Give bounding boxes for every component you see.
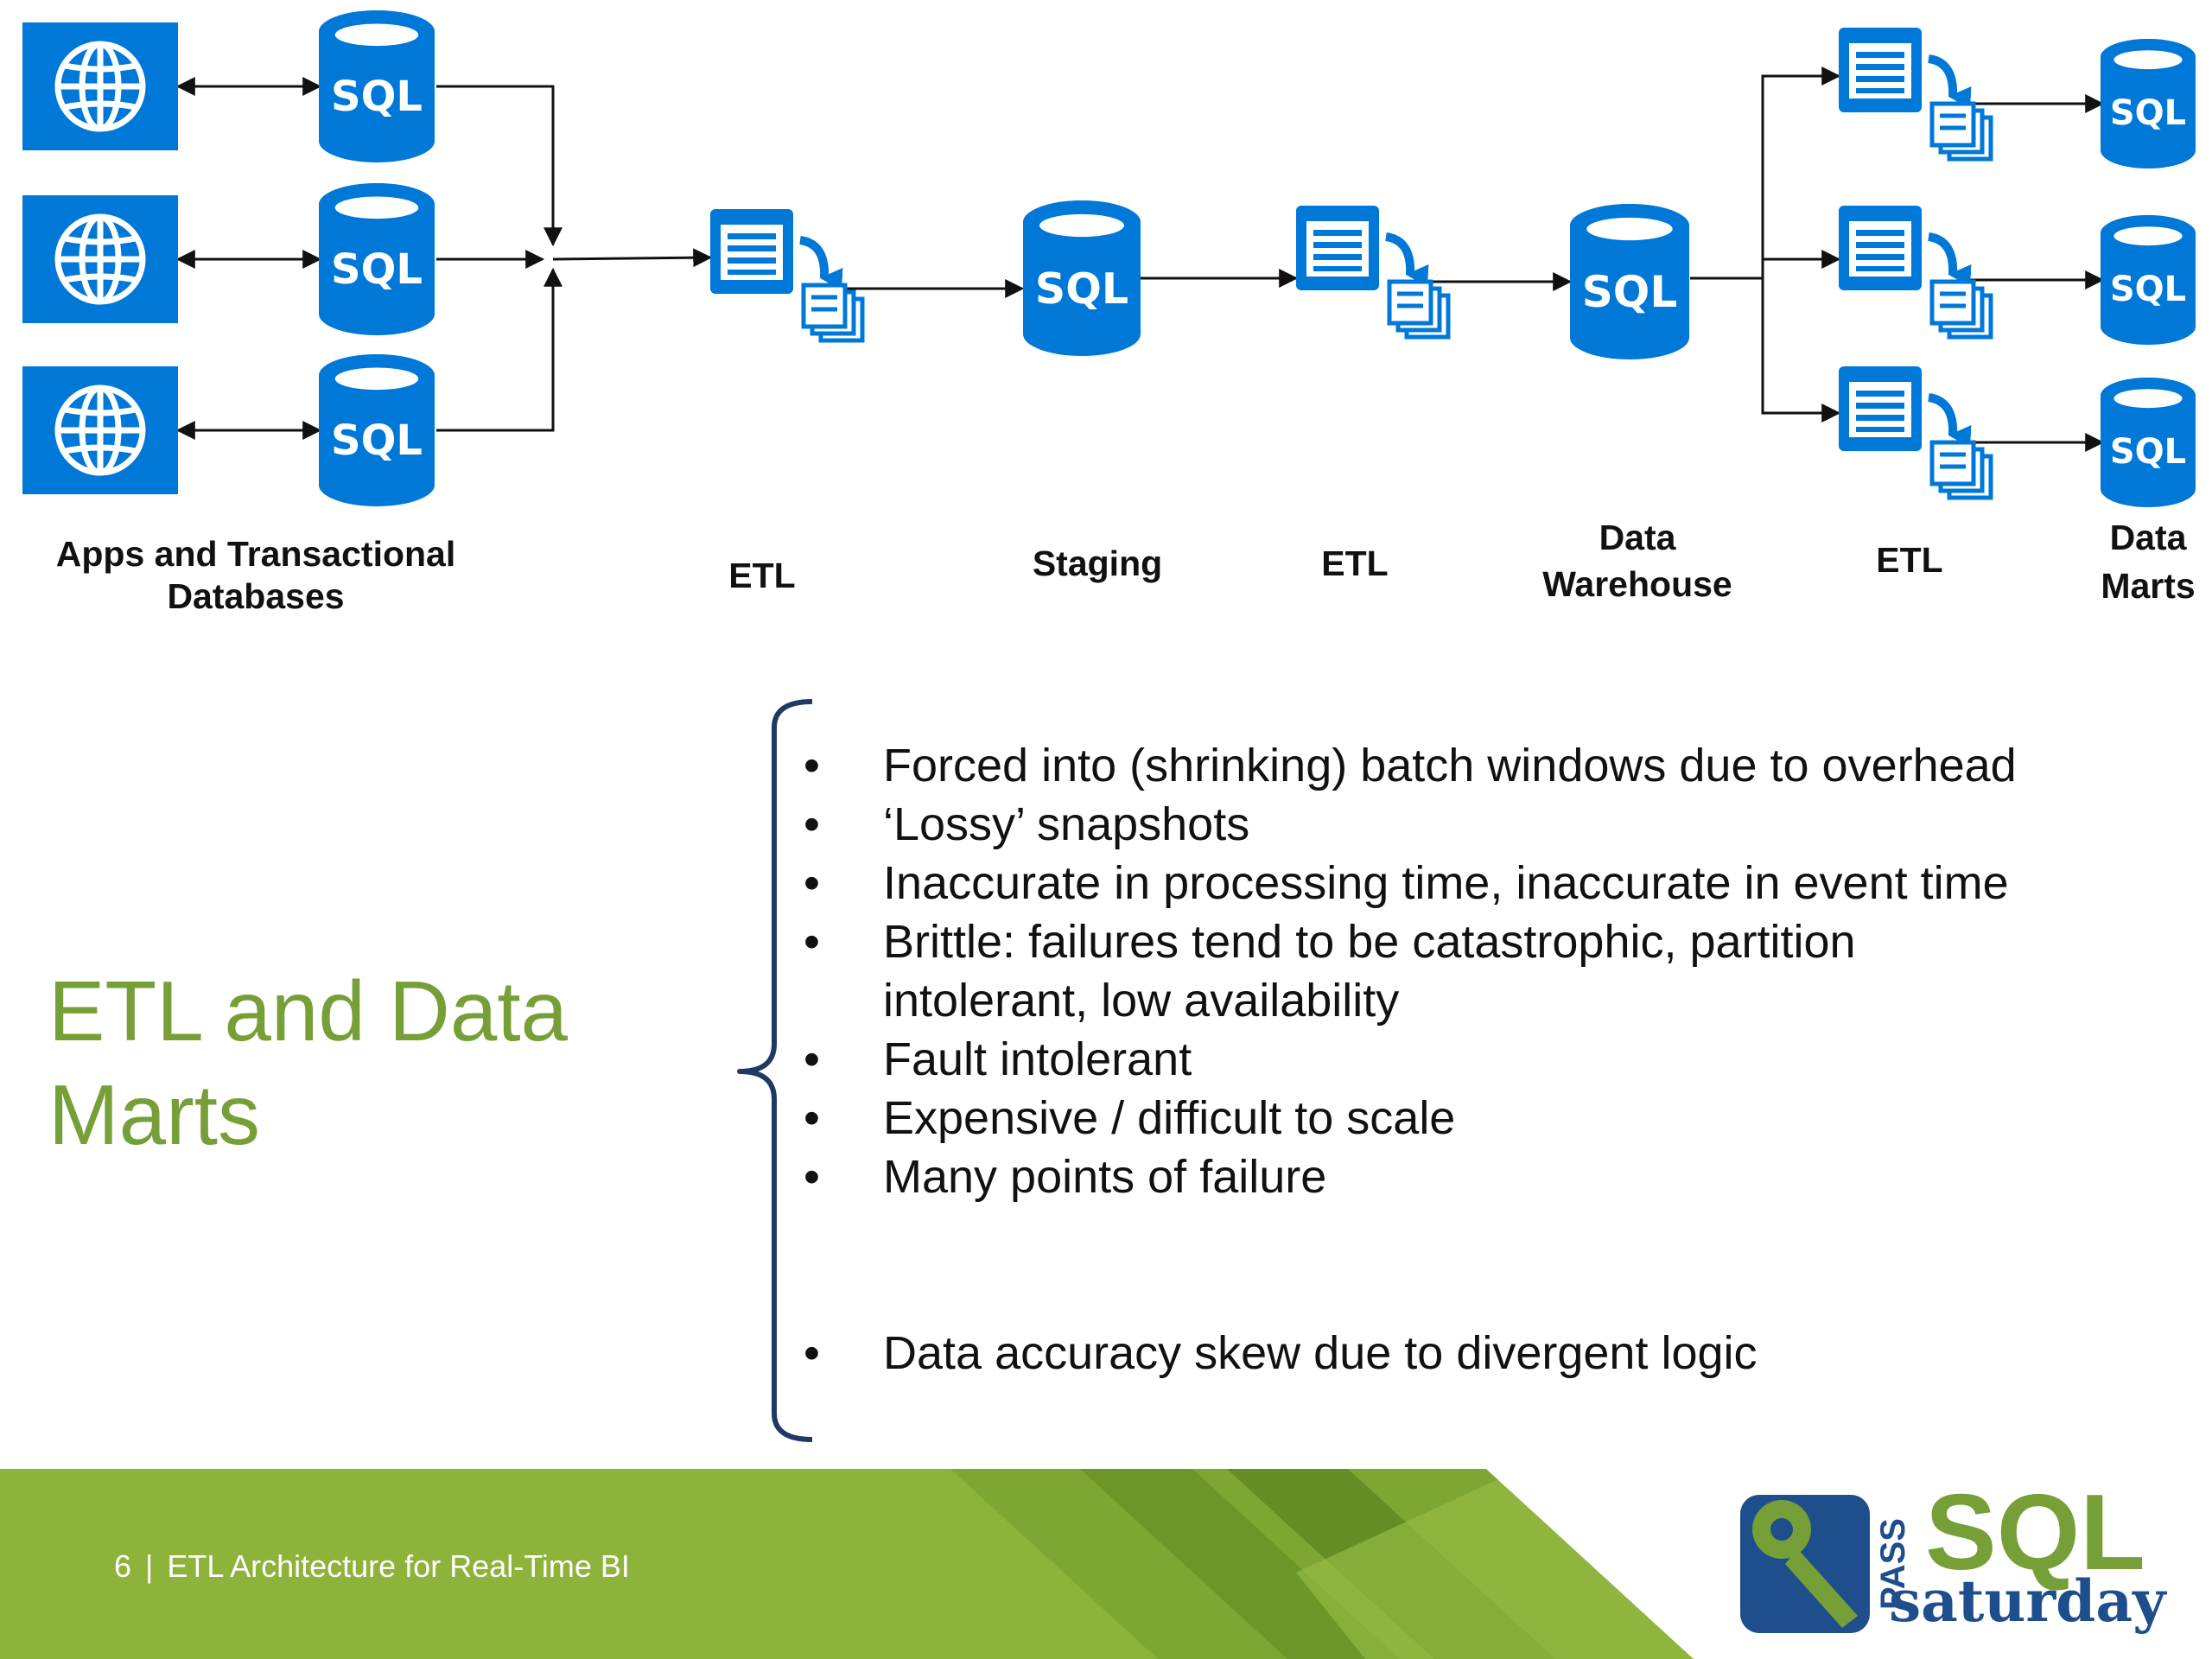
connector-arrows xyxy=(175,67,2105,452)
sql-database-icon: SQL xyxy=(1570,204,1689,359)
globe-icon xyxy=(22,22,178,150)
label-staging: Staging xyxy=(1033,543,1162,583)
etl-document-icon xyxy=(1839,206,1991,337)
bullet-dot: • xyxy=(804,1092,820,1144)
list-item: • Data accuracy skew due to divergent log… xyxy=(804,1324,2186,1382)
bullet-dot: • xyxy=(804,1151,820,1203)
label-etl-1: ETL xyxy=(728,556,795,595)
sql-label: SQL xyxy=(2110,432,2186,472)
list-item: • Inaccurate in processing time, inaccura… xyxy=(804,854,2186,912)
logo-sql: SQL xyxy=(1925,1473,2145,1592)
sql-database-icon: SQL xyxy=(2101,39,2196,168)
label-warehouse-line2: Warehouse xyxy=(1542,564,1732,604)
sql-database-icon: SQL xyxy=(1023,200,1141,356)
sql-label: SQL xyxy=(1582,267,1677,317)
bullet-text: Expensive / difficult to scale xyxy=(883,1092,1456,1144)
etl-document-icon xyxy=(1296,206,1448,337)
sql-label: SQL xyxy=(2110,270,2186,309)
bullet-text: Many points of failure xyxy=(883,1151,1327,1203)
bullet-list: • Forced into (shrinking) batch windows d… xyxy=(804,736,2186,1382)
sql-database-icon: SQL xyxy=(2101,215,2196,345)
bullet-text: ‘Lossy’ snapshots xyxy=(883,798,1250,850)
bullet-text: Fault intolerant xyxy=(883,1033,1192,1085)
list-item: • Fault intolerant xyxy=(804,1030,2186,1089)
label-etl-2: ETL xyxy=(1321,543,1388,583)
bullet-dot: • xyxy=(804,857,820,909)
sql-label: SQL xyxy=(331,245,423,294)
bullet-dot: • xyxy=(804,1327,820,1379)
page-number: 6 xyxy=(114,1548,132,1584)
bullet-text: Brittle: failures tend to be catastrophi… xyxy=(883,916,1856,1027)
list-item: • ‘Lossy’ snapshots xyxy=(804,795,2186,854)
bullet-text: Forced into (shrinking) batch windows du… xyxy=(883,740,2017,791)
list-item: • Brittle: failures tend to be catastroph… xyxy=(804,912,1998,1030)
sql-label: SQL xyxy=(2110,93,2186,133)
list-item: • Many points of failure xyxy=(804,1147,2186,1206)
footer-background xyxy=(0,1469,2212,1659)
etl-document-icon xyxy=(710,209,862,340)
etl-document-icon xyxy=(1839,366,1991,498)
sqlsaturday-logo: PASS SQL saturday xyxy=(1740,1473,2167,1635)
label-marts-line2: Marts xyxy=(2101,566,2195,606)
label-sources-line1: Apps and Transactional xyxy=(56,534,456,574)
footer-band xyxy=(0,1469,2212,1659)
bullet-dot: • xyxy=(804,798,820,850)
globe-icon xyxy=(22,195,178,323)
label-marts-line1: Data xyxy=(2110,518,2188,557)
label-warehouse-line1: Data xyxy=(1599,518,1677,557)
logo-pass: PASS xyxy=(1874,1518,1912,1610)
key-icon xyxy=(1740,1495,1870,1633)
bullet-text: Inaccurate in processing time, inaccurat… xyxy=(883,857,2009,909)
slide-title-line2: Marts xyxy=(48,1067,260,1162)
curly-brace xyxy=(737,699,813,1442)
sql-database-icon: SQL xyxy=(319,183,435,335)
globe-icon xyxy=(22,366,178,494)
list-item: • Forced into (shrinking) batch windows d… xyxy=(804,736,2186,795)
bullet-dot: • xyxy=(804,916,820,968)
label-sources-line2: Databases xyxy=(167,576,344,616)
logo-saturday: saturday xyxy=(1889,1567,2167,1635)
footer-text: 6 | ETL Architecture for Real-Time BI xyxy=(114,1548,630,1585)
bullet-dot: • xyxy=(804,740,820,791)
sql-label: SQL xyxy=(331,416,423,465)
slide-title-line1: ETL and Data xyxy=(48,963,569,1058)
footer-title: ETL Architecture for Real-Time BI xyxy=(167,1548,630,1584)
sql-database-icon: SQL xyxy=(2101,378,2196,507)
list-item: • Expensive / difficult to scale xyxy=(804,1089,2186,1147)
sql-database-icon: SQL xyxy=(319,10,435,162)
sql-database-icon: SQL xyxy=(319,354,435,506)
sql-label: SQL xyxy=(331,73,423,121)
etl-document-icon xyxy=(1839,28,1991,159)
bullet-dot: • xyxy=(804,1033,820,1085)
sql-label: SQL xyxy=(1035,264,1128,314)
bullet-text: Data accuracy skew due to divergent logi… xyxy=(883,1327,1758,1379)
footer-separator: | xyxy=(145,1548,154,1584)
label-etl-3: ETL xyxy=(1876,540,1942,580)
sql-databases: SQL SQL SQL SQL SQL SQL SQL SQL xyxy=(319,10,2196,507)
